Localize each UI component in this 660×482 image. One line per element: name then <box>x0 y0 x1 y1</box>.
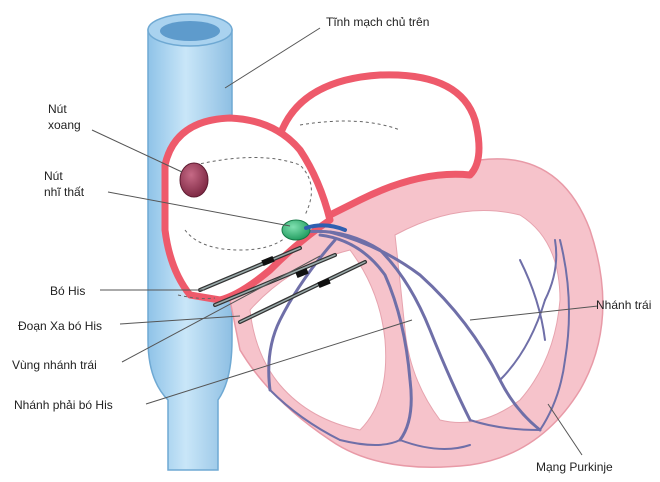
label-sa-node-line1: Nút <box>48 101 108 117</box>
label-left-bundle-branch: Nhánh trái <box>596 297 651 313</box>
label-sa-node-line2: xoang <box>48 117 108 133</box>
label-left-bundle-area: Vùng nhánh trái <box>12 357 97 373</box>
label-sa-node: Nút xoang <box>48 101 108 133</box>
sa-node <box>180 163 208 197</box>
label-right-bundle-branch: Nhánh phải bó His <box>14 397 113 413</box>
label-distal-his-segment: Đoạn Xa bó His <box>18 318 102 334</box>
label-av-node-line1: Nút <box>44 168 104 184</box>
label-av-node-line2: nhĩ thất <box>44 184 104 200</box>
av-node <box>282 220 310 240</box>
label-bundle-of-his: Bó His <box>50 283 85 299</box>
label-superior-vena-cava: Tĩnh mạch chủ trên <box>326 14 429 30</box>
label-av-node: Nút nhĩ thất <box>44 168 104 200</box>
label-purkinje-network: Mạng Purkinje <box>536 459 613 475</box>
